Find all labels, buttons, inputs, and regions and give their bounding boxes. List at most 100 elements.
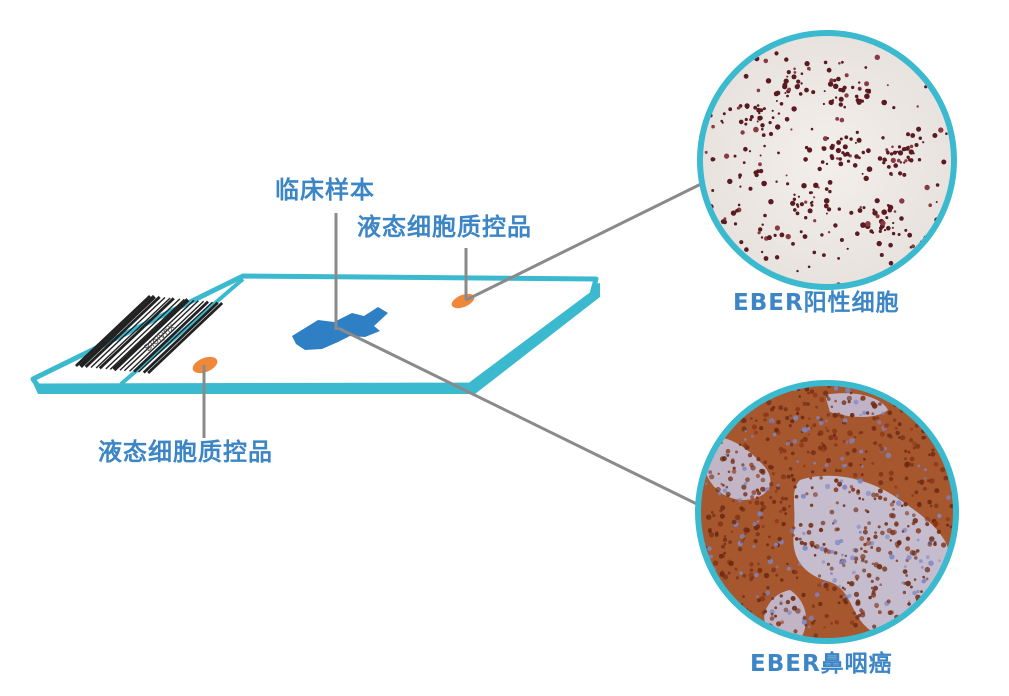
tissue-nucleus — [727, 470, 731, 474]
stained-cell-dot — [881, 136, 885, 140]
tissue-nucleus — [704, 591, 708, 594]
tissue-nucleus — [904, 627, 909, 633]
tissue-nucleus — [809, 476, 813, 480]
tissue-nucleus — [907, 450, 911, 454]
stained-cell-dot — [860, 222, 866, 228]
tissue-nucleus — [744, 531, 748, 535]
tissue-nucleus — [859, 536, 865, 542]
tissue-nucleus — [908, 625, 912, 629]
tissue-nucleus — [853, 623, 858, 628]
tissue-nucleus — [817, 445, 823, 451]
stained-cell-dot — [888, 242, 893, 248]
tissue-nucleus — [861, 464, 864, 468]
tissue-nucleus — [900, 435, 906, 441]
tissue-nucleus — [875, 576, 880, 581]
tissue-nucleus — [712, 383, 718, 389]
tissue-nucleus — [808, 417, 811, 421]
stained-cell-dot — [903, 161, 906, 164]
tissue-nucleus — [768, 418, 775, 424]
tissue-nucleus — [759, 596, 766, 602]
tissue-nucleus — [950, 384, 954, 388]
tissue-nucleus — [774, 606, 778, 610]
tissue-nucleus — [832, 586, 837, 592]
tissue-nucleus — [940, 588, 944, 593]
stained-cell-dot — [914, 38, 919, 43]
tissue-nucleus — [755, 419, 758, 422]
tissue-nucleus — [826, 458, 831, 463]
tissue-nucleus — [698, 591, 704, 596]
stained-cell-dot — [790, 128, 793, 131]
tissue-nucleus — [725, 448, 731, 454]
tissue-nucleus — [912, 590, 917, 596]
tissue-nucleus — [776, 419, 781, 425]
stained-cell-dot — [865, 88, 870, 93]
stained-cell-dot — [833, 83, 839, 90]
tissue-nucleus — [824, 426, 828, 429]
tissue-nucleus — [718, 553, 724, 559]
tissue-nucleus — [945, 517, 950, 522]
tissue-nucleus — [940, 422, 945, 426]
tissue-nucleus — [832, 522, 835, 525]
stained-cell-dot — [785, 233, 791, 240]
stained-cell-dot — [866, 166, 873, 172]
tissue-nucleus — [821, 560, 826, 564]
tissue-nucleus — [903, 457, 907, 461]
tissue-nucleus — [789, 414, 792, 417]
stained-cell-dot — [775, 100, 778, 102]
tissue-nucleus — [934, 488, 940, 494]
stained-cell-dot — [804, 200, 808, 204]
tissue-nucleus — [739, 533, 745, 540]
tissue-nucleus — [784, 497, 788, 501]
tissue-nucleus — [723, 535, 727, 538]
stained-cell-dot — [748, 150, 752, 153]
tissue-nucleus — [807, 625, 811, 629]
stained-cell-dot — [733, 222, 738, 226]
tissue-nucleus — [888, 434, 893, 439]
stained-cell-dot — [796, 269, 799, 273]
tissue-nucleus — [938, 395, 942, 400]
tissue-nucleus — [916, 538, 920, 542]
tissue-nucleus — [768, 535, 771, 539]
tissue-nucleus — [854, 574, 860, 580]
stained-cell-dot — [897, 233, 901, 236]
tissue-nucleus — [830, 549, 835, 554]
tissue-nucleus — [710, 511, 714, 514]
tissue-nucleus — [933, 619, 939, 625]
tissue-nucleus — [846, 395, 852, 401]
tissue-nucleus — [840, 456, 845, 461]
tissue-nucleus — [905, 546, 911, 552]
tissue-nucleus — [756, 520, 760, 523]
tissue-nucleus — [878, 443, 882, 448]
tissue-nucleus — [727, 571, 731, 575]
tissue-nucleus — [856, 489, 860, 494]
tissue-nucleus — [810, 450, 816, 456]
stained-cell-dot — [899, 161, 903, 164]
tissue-nucleus — [860, 554, 866, 560]
tissue-nucleus — [803, 542, 808, 546]
tissue-nucleus — [845, 451, 850, 456]
tissue-nucleus — [861, 498, 865, 501]
stained-cell-dot — [705, 59, 711, 65]
tissue-nucleus — [771, 472, 775, 476]
tissue-nucleus — [741, 463, 745, 467]
tissue-nucleus — [830, 572, 833, 575]
tissue-nucleus — [888, 470, 894, 476]
tissue-nucleus — [820, 442, 824, 445]
tissue-nucleus — [814, 544, 820, 550]
tissue-nucleus — [792, 533, 795, 537]
tissue-nucleus — [847, 581, 850, 584]
tissue-nucleus — [862, 410, 867, 415]
stained-cell-dot — [880, 220, 886, 226]
tissue-nucleus — [929, 536, 935, 542]
tissue-nucleus — [734, 616, 738, 620]
stained-cell-dot — [735, 262, 740, 267]
tissue-nucleus — [924, 632, 930, 637]
tissue-nucleus — [723, 542, 727, 546]
stained-cell-dot — [838, 102, 843, 107]
tissue-nucleus — [835, 501, 839, 505]
tissue-nucleus — [850, 555, 856, 561]
tissue-nucleus — [937, 584, 941, 588]
stained-cell-dot — [904, 228, 908, 232]
stained-cell-dot — [804, 216, 808, 220]
